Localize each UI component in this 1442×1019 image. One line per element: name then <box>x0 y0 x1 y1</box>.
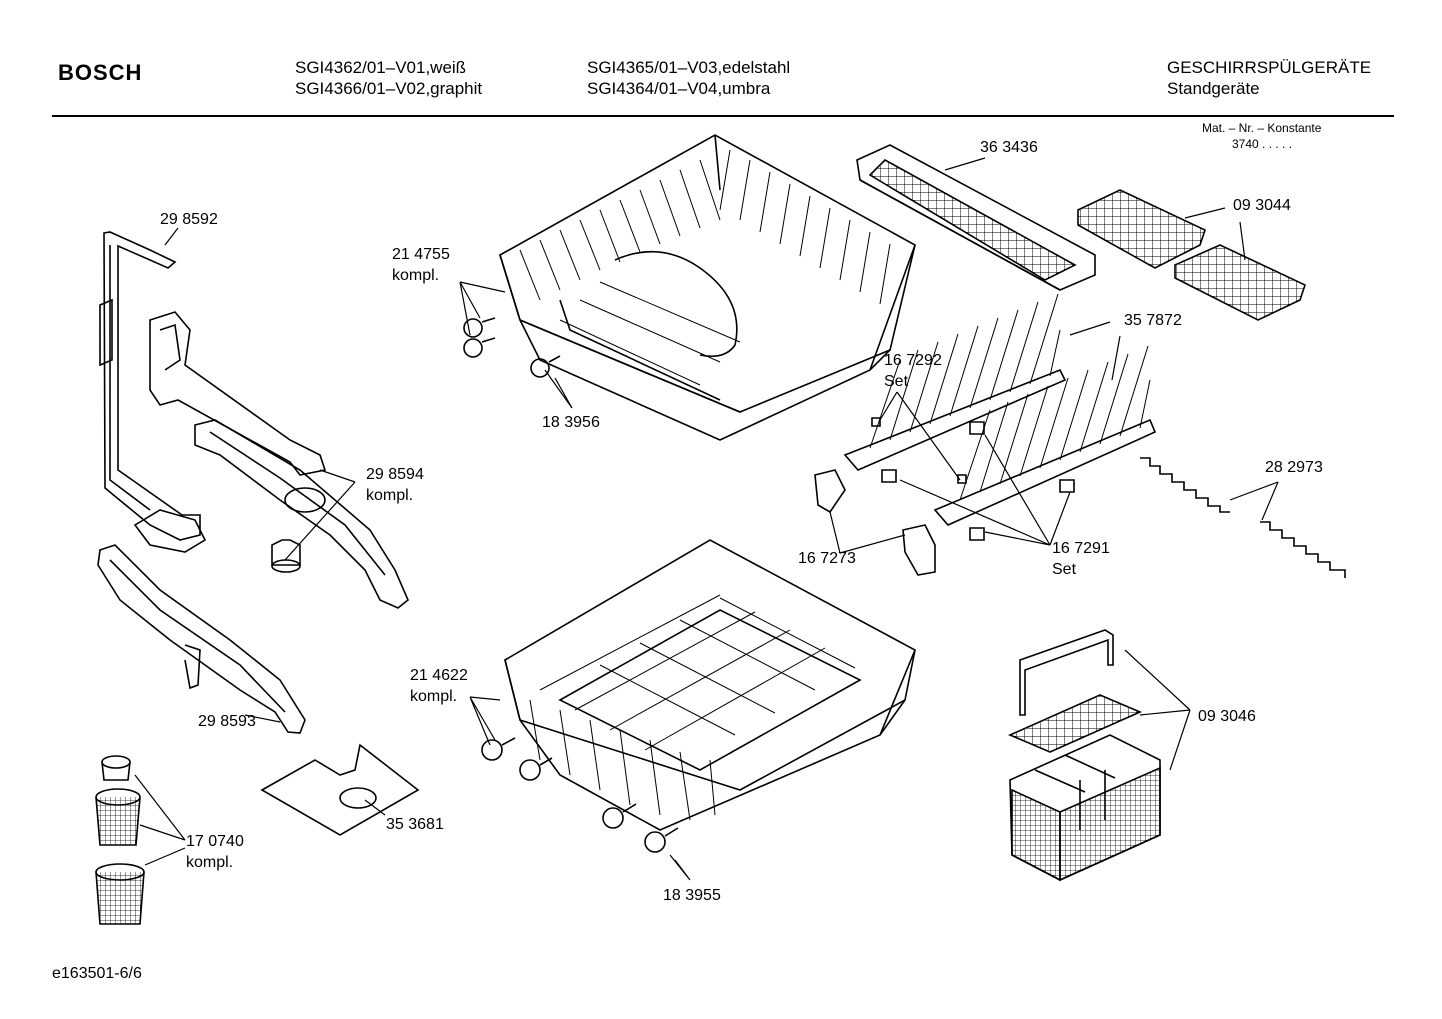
subcategory-title: Standgeräte <box>1167 79 1260 98</box>
model-line-4: SGI4364/01–V04,umbra <box>587 79 771 98</box>
part-label-093044: 09 3044 <box>1233 197 1291 214</box>
part-label-167292-set: Set <box>884 373 909 390</box>
part-label-183956: 18 3956 <box>542 414 600 431</box>
part-label-167273: 16 7273 <box>798 550 856 567</box>
basket-rollers <box>464 318 678 852</box>
part-label-170740-kompl: kompl. <box>186 854 234 871</box>
spray-pipe-assembly <box>98 232 408 733</box>
part-label-298594-kompl: kompl. <box>366 487 414 504</box>
cutlery-basket <box>1010 630 1160 880</box>
cup-shelves <box>1078 190 1305 320</box>
part-label-298593: 29 8593 <box>198 713 256 730</box>
part-label-167291: 16 7291 <box>1052 540 1110 557</box>
part-label-298592: 29 8592 <box>160 211 218 228</box>
model-line-3: SGI4365/01–V03,edelstahl <box>587 58 791 77</box>
part-label-353681: 35 3681 <box>386 816 444 833</box>
part-label-214622-kompl: kompl. <box>410 688 458 705</box>
mat-number-value: 3740 . . . . . <box>1232 137 1293 151</box>
mat-number-label: Mat. – Nr. – Konstante <box>1202 121 1322 135</box>
category-title: GESCHIRRSPÜLGERÄTE <box>1167 58 1372 77</box>
part-label-357872: 35 7872 <box>1124 312 1182 329</box>
part-label-167291-set: Set <box>1052 561 1077 578</box>
part-label-363436: 36 3436 <box>980 139 1038 156</box>
lower-basket <box>505 540 915 830</box>
part-label-214755: 21 4755 <box>392 246 450 263</box>
part-label-093046: 09 3046 <box>1198 708 1256 725</box>
header-rule <box>52 115 1394 117</box>
part-label-167292: 16 7292 <box>884 352 942 369</box>
step-inserts <box>1140 458 1345 578</box>
cutlery-tray <box>857 145 1095 290</box>
upper-basket <box>500 135 915 440</box>
part-label-214755-kompl: kompl. <box>392 267 440 284</box>
part-label-282973: 28 2973 <box>1265 459 1323 476</box>
part-label-214622: 21 4622 <box>410 667 468 684</box>
part-label-170740: 17 0740 <box>186 833 244 850</box>
brand-logo: BOSCH <box>58 60 143 85</box>
filter-plate <box>262 745 418 835</box>
rack-clips <box>815 418 1074 575</box>
part-label-298594: 29 8594 <box>366 466 424 483</box>
document-id: e163501-6/6 <box>52 965 142 982</box>
model-line-1: SGI4362/01–V01,weiß <box>295 58 467 77</box>
tine-racks <box>845 294 1155 525</box>
model-line-2: SGI4366/01–V02,graphit <box>295 79 483 98</box>
part-label-183955: 18 3955 <box>663 887 721 904</box>
leader-lines <box>135 158 1278 880</box>
filter-set <box>96 756 144 924</box>
